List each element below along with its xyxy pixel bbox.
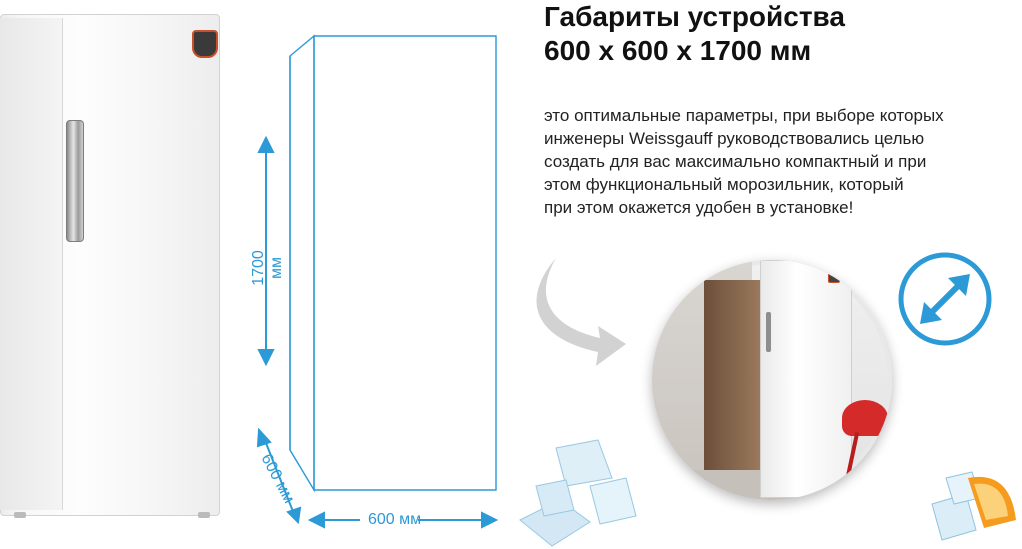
interior-photo: [652, 260, 892, 500]
description-line: этом функциональный морозильник, который: [544, 175, 904, 194]
height-label: 1700 мм: [250, 250, 285, 286]
photo-freezer-handle: [766, 312, 771, 352]
title-line: 600 x 600 x 1700 мм: [544, 35, 812, 66]
page-title: Габариты устройства 600 x 600 x 1700 мм: [544, 0, 1014, 68]
description-text: это оптимальные параметры, при выборе ко…: [544, 104, 1014, 219]
photo-brand-badge-icon: [828, 270, 840, 283]
freezer-foot: [198, 512, 210, 518]
depth-arrow: [256, 427, 302, 525]
photo-red-chair: [842, 400, 888, 436]
freezer-foot: [14, 512, 26, 518]
ice-orange-icon: [931, 471, 1016, 541]
description-line: инженеры Weissgauff руководствовались це…: [544, 129, 925, 148]
title-line: Габариты устройства: [544, 1, 845, 32]
height-arrow: [257, 135, 275, 367]
photo-door: [704, 280, 762, 480]
dimension-box-outline: [289, 34, 497, 493]
photo-freezer: [760, 260, 852, 498]
description-line: при этом окажется удобен в установке!: [544, 198, 854, 217]
diagonal-resize-icon: [898, 252, 992, 346]
curved-arrow-icon: [536, 258, 626, 366]
brand-badge-icon: [192, 30, 218, 58]
description-line: это оптимальные параметры, при выборе ко…: [544, 106, 944, 125]
description-line: создать для вас максимально компактный и…: [544, 152, 927, 171]
width-arrow: [307, 511, 499, 529]
freezer-side-panel: [0, 18, 63, 510]
freezer-handle: [66, 120, 84, 242]
freezer-image: [0, 14, 220, 519]
ice-cubes-icon: [519, 439, 637, 547]
width-label: 600 мм: [368, 511, 422, 528]
